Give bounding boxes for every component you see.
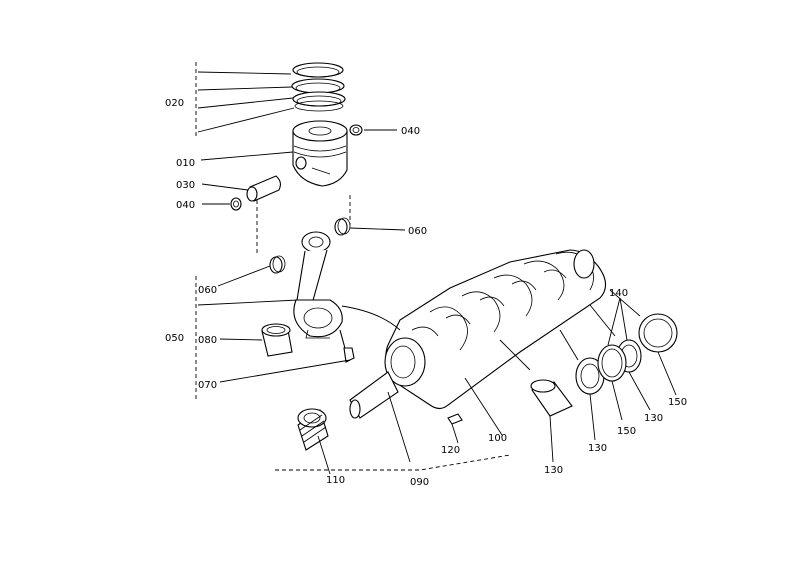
- label-080: 080: [198, 335, 217, 346]
- label-070: 070: [198, 380, 217, 391]
- label-110: 110: [326, 475, 345, 486]
- feather-key: [447, 413, 463, 425]
- label-090: 090: [410, 477, 429, 488]
- crankshaft: [349, 249, 607, 419]
- connecting-rod: [293, 231, 343, 339]
- thrust-washer-1: [597, 344, 627, 382]
- group-brackets: [195, 62, 511, 471]
- rod-bolt: [339, 329, 355, 363]
- label-100: 100: [488, 433, 507, 444]
- part-labels: 020 040 010 030 040 060 060 050 080 070 …: [165, 98, 687, 488]
- main-bearing-1: [530, 379, 573, 417]
- piston-pin: [246, 175, 282, 202]
- label-030: 030: [176, 180, 195, 191]
- label-150-a: 150: [617, 426, 636, 437]
- label-060-left: 060: [198, 285, 217, 296]
- label-010: 010: [176, 158, 195, 169]
- crank-gear: [297, 408, 329, 451]
- rod-bearing: [261, 323, 293, 357]
- label-040-left: 040: [176, 200, 195, 211]
- piston-rings: [291, 62, 346, 112]
- label-150-b: 150: [668, 397, 687, 408]
- label-040-top: 040: [401, 126, 420, 137]
- label-130-a: 130: [544, 465, 563, 476]
- label-060-right: 060: [408, 226, 427, 237]
- label-130-c: 130: [644, 413, 663, 424]
- leader-lines: [197, 71, 677, 475]
- label-140: 140: [609, 288, 628, 299]
- thrust-washer-2: [638, 313, 678, 353]
- bushing-lower: [269, 255, 286, 274]
- snap-ring-top: [349, 124, 363, 136]
- label-020: 020: [165, 98, 184, 109]
- label-050: 050: [165, 333, 184, 344]
- label-120: 120: [441, 445, 460, 456]
- piston: [292, 120, 348, 187]
- label-130-b: 130: [588, 443, 607, 454]
- bushing-upper: [334, 217, 351, 236]
- snap-ring-left: [230, 197, 242, 211]
